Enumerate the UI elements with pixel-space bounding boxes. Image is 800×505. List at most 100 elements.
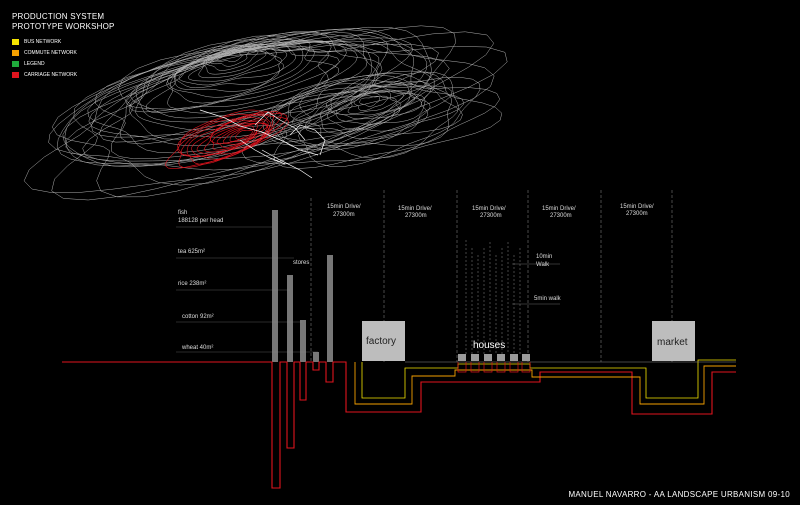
contour-line bbox=[128, 38, 339, 113]
label-rice: rice 238m² bbox=[178, 281, 206, 287]
contour-line bbox=[23, 28, 495, 193]
bar-tea bbox=[327, 255, 333, 362]
drive-label-5-line2: 27300m bbox=[626, 211, 648, 217]
legend-label-commute: COMMUTE NETWORK bbox=[24, 49, 77, 56]
contour-line bbox=[347, 92, 397, 114]
contour-line bbox=[125, 39, 332, 114]
contour-line bbox=[268, 71, 459, 159]
terrain-contour-model bbox=[23, 25, 508, 201]
credit-line: MANUEL NAVARRO - AA LANDSCAPE URBANISM 0… bbox=[568, 490, 790, 499]
drive-label-1-line2: 27300m bbox=[333, 212, 355, 218]
label-market: market bbox=[657, 337, 688, 348]
house-block bbox=[471, 354, 479, 361]
drive-label-3-line1: 15min Drive/ bbox=[472, 206, 506, 212]
label-fish-line1: fish bbox=[178, 210, 187, 216]
title-line-1: PRODUCTION SYSTEM bbox=[12, 12, 105, 21]
drive-label-2-line1: 15min Drive/ bbox=[398, 206, 432, 212]
contour-line bbox=[210, 122, 268, 151]
contour-line bbox=[198, 49, 275, 79]
contour-line bbox=[304, 80, 431, 133]
contour-line bbox=[166, 46, 315, 104]
contour-line bbox=[130, 41, 347, 119]
label-houses: houses bbox=[473, 340, 505, 351]
house-connectors bbox=[457, 362, 531, 373]
contour-line bbox=[165, 109, 289, 170]
legend-label-legend: LEGEND bbox=[24, 60, 45, 67]
contour-line bbox=[336, 91, 402, 116]
house-blocks bbox=[458, 354, 530, 361]
legend-swatch-bus bbox=[12, 38, 19, 45]
carriage-zone-on-terrain bbox=[165, 109, 289, 170]
drive-label-4-line1: 15min Drive/ bbox=[542, 206, 576, 212]
label-10min-line1: 10min bbox=[536, 254, 552, 260]
legend: BUS NETWORK COMMUTE NETWORK LEGEND CARRI… bbox=[12, 36, 77, 80]
contour-line bbox=[177, 113, 288, 168]
drive-label-1-line1: 15min Drive/ bbox=[327, 204, 361, 210]
legend-swatch-carriage bbox=[12, 71, 19, 78]
bar-rice bbox=[287, 275, 293, 362]
contour-line bbox=[51, 33, 508, 201]
factory-block bbox=[362, 321, 405, 361]
label-cotton: cotton 92m² bbox=[182, 314, 214, 320]
drive-label-4-line2: 27300m bbox=[550, 213, 572, 219]
bar-fish bbox=[272, 210, 278, 362]
contour-line bbox=[191, 116, 269, 157]
contour-line bbox=[135, 41, 368, 131]
bar-wheat bbox=[313, 352, 319, 362]
contour-line bbox=[187, 48, 283, 82]
production-bars bbox=[272, 210, 333, 362]
legend-label-carriage: CARRIAGE NETWORK bbox=[24, 71, 78, 78]
terrain-route-network bbox=[199, 109, 326, 179]
contour-line bbox=[174, 43, 288, 89]
label-fish-line2: 188128 per head bbox=[178, 218, 223, 224]
contour-line bbox=[269, 74, 501, 169]
contour-line bbox=[174, 43, 296, 92]
route-line bbox=[239, 139, 286, 165]
contour-line bbox=[212, 122, 264, 148]
contour-line bbox=[289, 85, 453, 144]
contour-line bbox=[95, 41, 439, 160]
label-tea: tea 625m² bbox=[178, 249, 205, 255]
legend-label-bus: BUS NETWORK bbox=[24, 38, 62, 45]
contour-line bbox=[178, 46, 284, 86]
legend-item-bus: BUS NETWORK bbox=[12, 36, 77, 47]
bar-cotton bbox=[300, 320, 306, 362]
contour-line bbox=[325, 89, 416, 125]
house-block bbox=[522, 354, 530, 361]
house-block bbox=[484, 354, 492, 361]
legend-swatch-legend bbox=[12, 60, 19, 67]
house-block bbox=[458, 354, 466, 361]
house-block bbox=[510, 354, 518, 361]
contour-line bbox=[129, 44, 373, 140]
legend-item-carriage: CARRIAGE NETWORK bbox=[12, 69, 77, 80]
walk-lines bbox=[465, 240, 521, 354]
contour-line bbox=[222, 125, 257, 144]
contour-line bbox=[99, 30, 383, 143]
drive-label-2-line2: 27300m bbox=[405, 213, 427, 219]
label-stores: stores bbox=[293, 260, 309, 266]
carriage-network-section bbox=[62, 361, 736, 489]
label-10min-line2: Walk bbox=[536, 262, 550, 268]
contour-line bbox=[272, 72, 452, 150]
contour-line bbox=[327, 90, 404, 120]
contour-line bbox=[353, 95, 389, 111]
contour-line bbox=[167, 45, 330, 110]
label-5min-walk: 5min walk bbox=[534, 296, 562, 302]
commute-network-section bbox=[354, 362, 736, 405]
contour-line bbox=[51, 31, 495, 198]
crop-leaders bbox=[176, 226, 318, 353]
contour-line bbox=[56, 26, 432, 171]
contour-line bbox=[119, 35, 380, 145]
label-wheat: wheat 40m² bbox=[181, 345, 213, 351]
bus-network-section bbox=[361, 359, 736, 399]
legend-item-legend: LEGEND bbox=[12, 58, 77, 69]
contour-line bbox=[359, 95, 380, 107]
route-line bbox=[289, 124, 326, 156]
contour-line bbox=[216, 49, 243, 63]
contour-line bbox=[180, 111, 274, 160]
distance-dividers bbox=[310, 190, 673, 362]
contour-line bbox=[206, 49, 259, 71]
label-factory: factory bbox=[366, 336, 396, 347]
legend-item-commute: COMMUTE NETWORK bbox=[12, 47, 77, 58]
